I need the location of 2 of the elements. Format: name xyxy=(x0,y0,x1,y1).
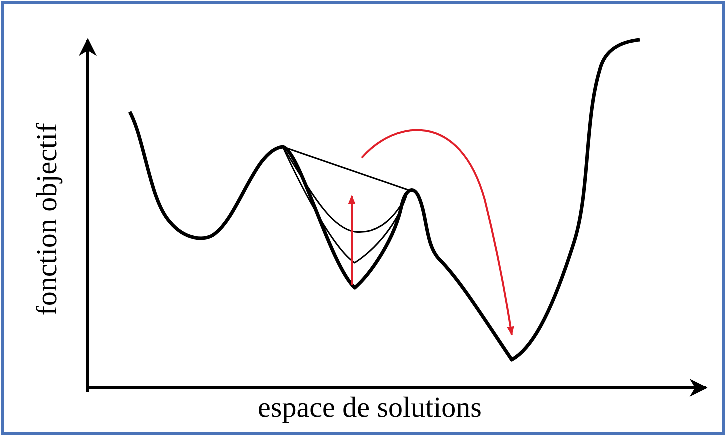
axis-label: fonction objectif xyxy=(34,122,62,318)
axis-label: espace de solutions xyxy=(257,394,483,423)
